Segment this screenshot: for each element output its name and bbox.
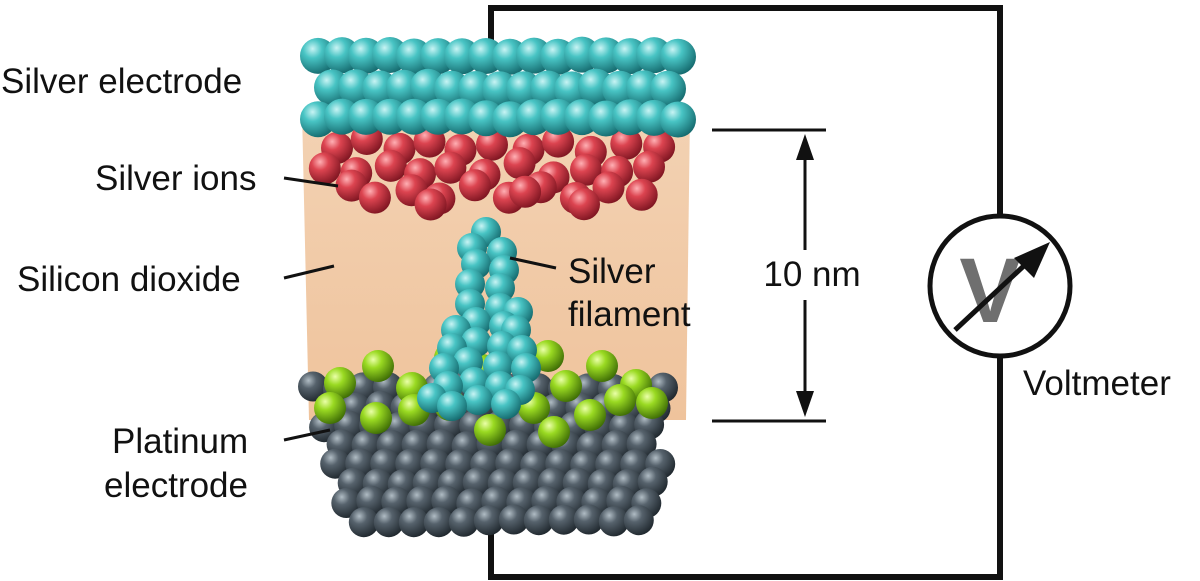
platinum-atom — [320, 448, 351, 479]
silver-ion — [374, 149, 407, 182]
silver-ion — [476, 128, 508, 161]
voltmeter-gauge-icon: V — [927, 213, 1073, 359]
silver-ion — [592, 171, 625, 204]
dopant-atom — [362, 350, 394, 382]
label-silver-filament-line1: Silver — [568, 252, 656, 291]
silver-ion — [568, 188, 600, 221]
silver-ion — [308, 152, 341, 185]
silver-ion — [570, 153, 602, 186]
platinum-atom — [373, 507, 404, 538]
platinum-atom — [423, 507, 454, 538]
platinum-atom — [398, 507, 429, 538]
silver-ions-cluster — [308, 123, 676, 221]
platinum-atom — [523, 505, 554, 536]
voltmeter-symbol: V — [959, 240, 1020, 342]
dopant-atom — [586, 350, 618, 382]
dopant-atom — [574, 399, 606, 431]
silver-atom — [650, 70, 686, 107]
platinum-atom — [598, 506, 629, 537]
platinum-atom — [331, 488, 362, 518]
silver-filament — [417, 217, 541, 421]
label-platinum-line1: Platinum — [112, 422, 248, 461]
label-silver-filament-line2: filament — [568, 295, 691, 334]
silver-ion — [633, 150, 665, 183]
silver-filament-atom — [491, 389, 521, 419]
platinum-atom — [348, 507, 379, 538]
silver-ion — [610, 127, 643, 160]
label-silicon-dioxide: Silicon dioxide — [17, 260, 241, 299]
silver-ion — [509, 175, 542, 208]
silver-ion — [458, 169, 491, 202]
platinum-atom — [548, 504, 579, 535]
platinum-atom — [298, 371, 328, 402]
label-distance: 10 nm — [763, 255, 860, 294]
double-headed-arrow-icon — [796, 134, 814, 417]
dopant-atom — [636, 387, 668, 419]
silver-ion — [542, 125, 575, 158]
silver-ion — [414, 188, 447, 221]
dopant-atom — [538, 416, 570, 448]
platinum-atom — [448, 506, 479, 537]
dopant-atom — [324, 367, 356, 399]
silver-atom — [660, 101, 696, 138]
platinum-atom — [623, 505, 654, 536]
pointer-silver-ions — [283, 176, 339, 188]
platinum-atom — [573, 504, 604, 535]
silver-filament-atom — [437, 391, 467, 421]
platinum-atom — [473, 505, 504, 536]
label-voltmeter: Voltmeter — [1023, 364, 1171, 403]
dopant-atom — [604, 384, 636, 416]
silver-atom — [660, 38, 696, 75]
silver-filament-atom — [463, 385, 493, 415]
dopant-atom — [360, 402, 392, 434]
label-silver-ions: Silver ions — [95, 159, 256, 198]
silver-ion — [503, 147, 536, 180]
dopant-atom — [314, 392, 346, 424]
silver-ion — [625, 178, 658, 211]
label-platinum-line2: electrode — [104, 466, 248, 505]
pointer-silver-filament — [509, 256, 557, 270]
silver-ion — [434, 151, 467, 184]
dopant-atom — [474, 414, 506, 446]
pointer-platinum — [283, 428, 331, 442]
silver-ion — [358, 181, 391, 214]
silver-electrode-layer — [300, 36, 696, 138]
dopant-atom — [550, 370, 582, 402]
circuit-wire — [488, 5, 1003, 580]
platinum-atom — [498, 504, 529, 535]
pointer-silicon-dioxide — [283, 264, 335, 280]
label-silver-electrode: Silver electrode — [1, 62, 242, 101]
